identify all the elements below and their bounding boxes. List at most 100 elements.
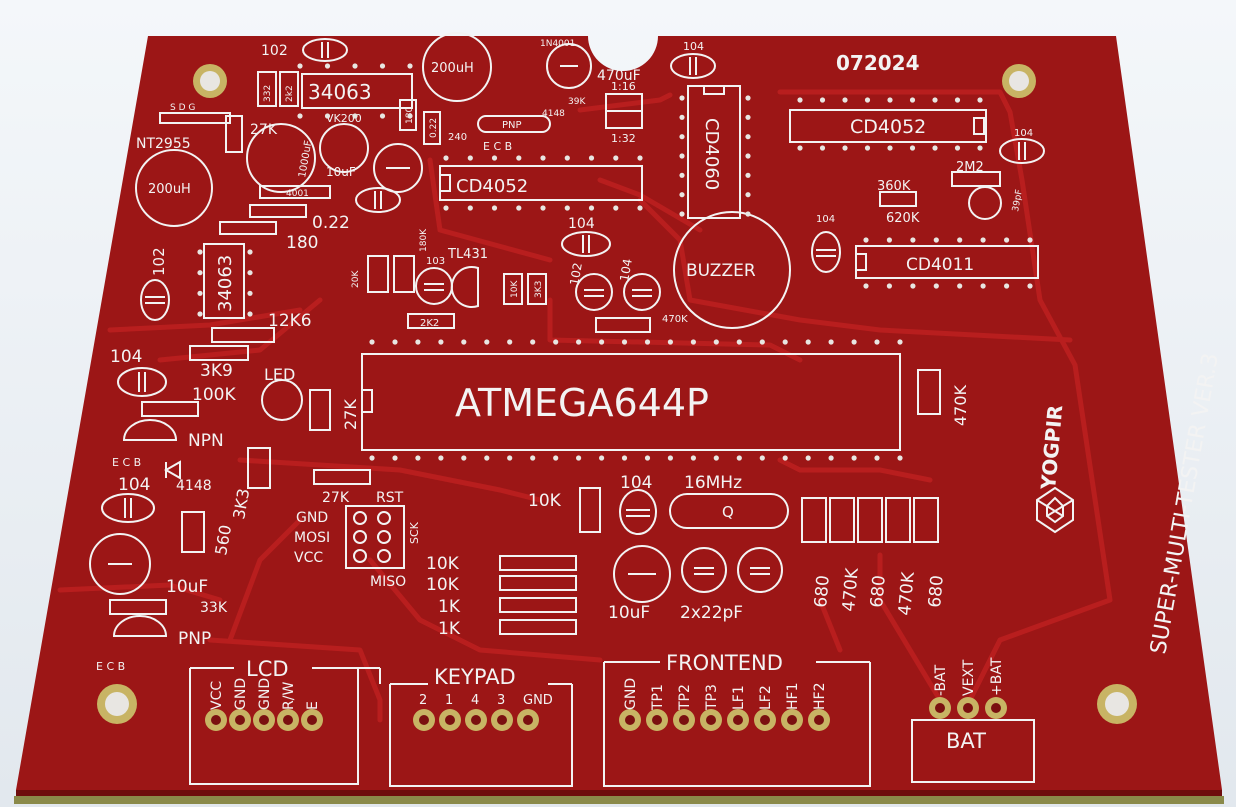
via-5-5	[745, 192, 751, 198]
via-7-6	[932, 145, 938, 151]
diode-4148	[163, 460, 181, 480]
connector-pin-label-lcd-3: R/W	[281, 682, 297, 710]
cap-104-mid	[561, 231, 611, 257]
via-8-3	[933, 237, 939, 243]
via-0-4	[461, 339, 467, 345]
mosfet-nt2955	[159, 112, 231, 124]
via-2-5	[564, 155, 570, 161]
via-13-0	[297, 113, 303, 119]
via-0-6	[507, 339, 513, 345]
via-2-2	[491, 155, 498, 161]
via-1-16	[736, 455, 742, 461]
connector-pad-hole-bat-1	[963, 703, 973, 713]
mcu-label: ATMEGA644P	[455, 381, 709, 425]
via-6-6	[932, 97, 938, 103]
connector-pin-label-keypad-4: GND	[523, 693, 553, 708]
via-0-9	[576, 339, 582, 345]
via-7-4	[887, 145, 893, 151]
resistor-240-label: 240	[448, 132, 467, 143]
tl431	[450, 266, 479, 308]
crystal-frequency-label: 16MHz	[684, 473, 742, 493]
cap-10uf-small	[373, 143, 423, 193]
connector-pad-hole-lcd-3	[283, 715, 293, 725]
resistor-360k	[879, 191, 917, 207]
isp-sck-label: SCK	[408, 521, 421, 544]
via-7-7	[954, 145, 961, 151]
isp-vcc-label: VCC	[294, 550, 323, 566]
via-2-7	[613, 155, 619, 161]
connector-bat-title: BAT	[946, 729, 986, 753]
via-8-7	[1027, 237, 1033, 243]
connector-pad-hole-keypad-1	[445, 715, 455, 725]
jumper-1-32-label: 1:32	[611, 132, 636, 145]
via-0-0	[369, 339, 375, 345]
via-3-6	[588, 205, 595, 211]
via-5-0	[745, 95, 751, 101]
connector-pin-label-keypad-3: 3	[497, 693, 505, 708]
isp-rst-label: RST	[376, 490, 404, 506]
via-7-8	[977, 145, 983, 151]
isp-header	[345, 505, 405, 569]
via-1-0	[369, 455, 375, 461]
transistor-pnp-pins: E C B	[96, 660, 125, 673]
resistor-3k3	[247, 447, 271, 489]
connector-lcd	[189, 667, 381, 785]
resistor-2m2	[951, 171, 1001, 187]
resistor-2m2-label: 2M2	[956, 160, 984, 175]
connector-pad-hole-keypad-4	[523, 715, 533, 725]
connector-pad-hole-frontend-4	[733, 715, 743, 725]
via-13-4	[407, 113, 413, 119]
resistor-470k-mcu	[917, 369, 941, 415]
via-12-0	[297, 63, 303, 69]
u-cd4052-mid-label: CD4052	[456, 176, 528, 197]
cap-102-top	[302, 38, 348, 62]
cap-102-left-label: 102	[150, 247, 168, 276]
via-6-2	[842, 97, 848, 103]
via-8-5	[980, 237, 986, 243]
connector-pin-label-frontend-3: TP3	[704, 684, 720, 711]
resistor-620k-label: 620K	[886, 211, 920, 226]
via-13-3	[379, 113, 386, 119]
via-2-1	[467, 155, 473, 161]
resistor-10k-b	[499, 575, 577, 591]
u-cd4052-top	[789, 109, 987, 143]
buzzer-label: BUZZER	[686, 261, 756, 281]
resistor-bank-5-label: 680	[925, 574, 948, 608]
resistor-10k-b-label: 10K	[426, 575, 460, 595]
via-4-1	[679, 114, 685, 120]
connector-pad-hole-lcd-4	[307, 715, 317, 725]
via-5-1	[745, 114, 751, 120]
via-1-7	[530, 455, 536, 461]
via-0-8	[553, 339, 559, 345]
via-0-17	[759, 339, 765, 345]
resistor-332-label: 332	[263, 85, 273, 102]
connector-pad-hole-bat-2	[991, 703, 1001, 713]
resistor-1k-b	[499, 619, 577, 635]
resistor-3k9-label: 3K9	[200, 361, 233, 381]
diode-4148-top-label: 4148	[542, 109, 565, 119]
jumper-ratio	[605, 93, 643, 129]
resistor-33k-label: 33K	[200, 600, 228, 616]
connector-pin-label-frontend-2: TP2	[677, 684, 693, 711]
led	[261, 379, 303, 421]
via-3-3	[516, 205, 522, 211]
via-1-17	[759, 455, 765, 461]
via-1-5	[484, 455, 490, 461]
via-0-19	[805, 339, 811, 345]
via-0-14	[690, 339, 697, 345]
resistor-27k-top-label: 27K	[250, 122, 278, 138]
resistor-10k-a	[499, 555, 577, 571]
mounting-hole-tl	[193, 64, 227, 98]
connector-pad-hole-frontend-0	[625, 715, 635, 725]
via-1-22	[874, 455, 880, 461]
via-13-2	[352, 113, 358, 119]
crystal-q-label: Q	[722, 503, 734, 521]
connector-pad-hole-frontend-7	[814, 715, 824, 725]
via-9-6	[1004, 283, 1010, 289]
resistor-20k-label: 20K	[351, 270, 361, 288]
resistor-3k3-small-label: 3K3	[534, 281, 544, 298]
via-5-6	[745, 211, 751, 217]
via-0-12	[644, 339, 651, 345]
via-1-15	[713, 455, 719, 461]
